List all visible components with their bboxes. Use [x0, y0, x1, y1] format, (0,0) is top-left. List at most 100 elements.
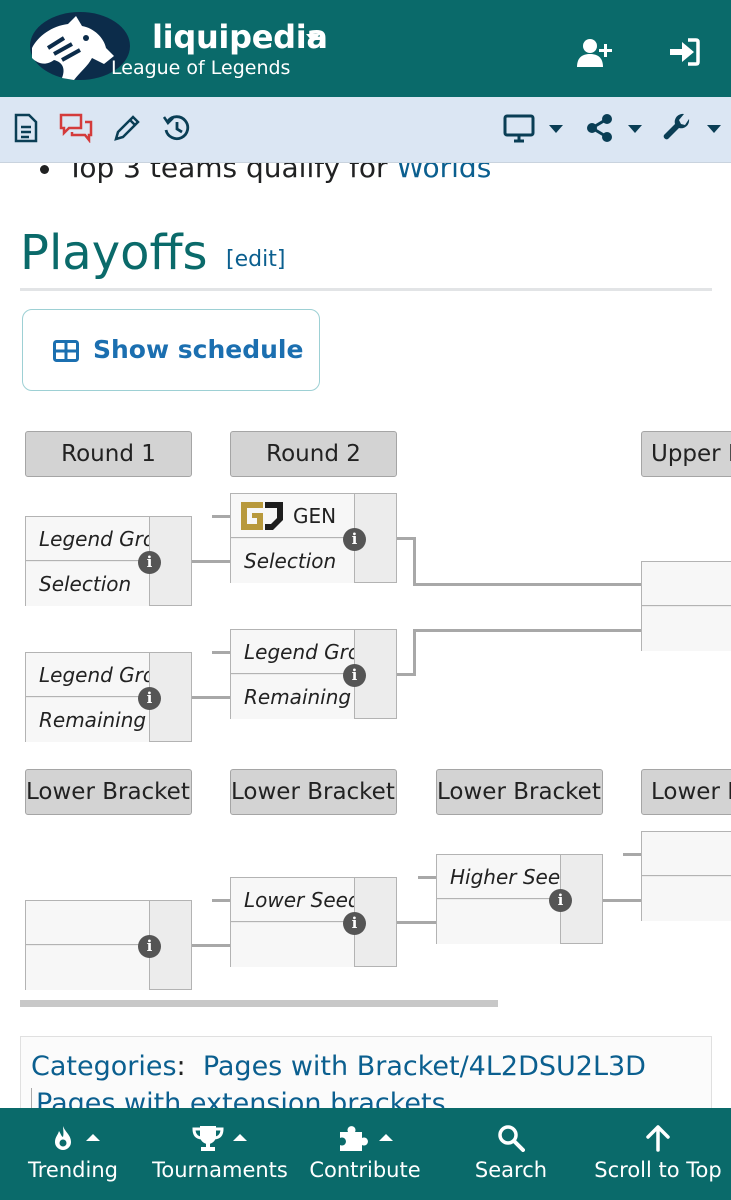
match-slot[interactable]: Legend Group... [231, 630, 355, 674]
add-user-icon[interactable] [576, 38, 612, 68]
match-slot[interactable]: Higher Seed [437, 855, 561, 899]
match-r1-a[interactable]: Legend Group... Selection i [25, 516, 192, 606]
page-toolbar [0, 97, 731, 163]
match-slot[interactable] [642, 562, 731, 606]
bracket-connector [212, 515, 230, 518]
match-lb2[interactable]: Lower Seed i [230, 877, 397, 967]
category-link[interactable]: Pages with Bracket/4L2DSU2L3D [202, 1051, 646, 1082]
nav-scroll-to-top[interactable]: Scroll to Top [590, 1108, 726, 1200]
share-dropdown-caret-icon[interactable] [628, 125, 642, 133]
top-header: liquipedia League of Legends [0, 0, 731, 97]
tools-dropdown-caret-icon[interactable] [707, 125, 721, 133]
match-r1-b[interactable]: Legend Group... Remaining i [25, 652, 192, 742]
round-header-upper-final: Upper Bracket Final [641, 431, 731, 477]
show-schedule-button[interactable]: Show schedule [22, 309, 320, 391]
categories-label-link[interactable]: Categories [31, 1051, 177, 1082]
bracket-connector [192, 696, 230, 699]
discussion-icon[interactable] [59, 113, 93, 143]
match-lb3[interactable]: Higher Seed i [436, 854, 603, 944]
bracket-connector [212, 651, 230, 654]
nav-label: Tournaments [152, 1158, 288, 1182]
trending-expand-caret-icon [86, 1134, 100, 1141]
nav-label: Trending [28, 1158, 118, 1182]
team-name: GEN [293, 504, 337, 528]
categories-colon: : [176, 1051, 203, 1082]
search-icon [498, 1125, 525, 1152]
bracket-connector [623, 853, 641, 856]
nav-label: Search [474, 1158, 548, 1182]
match-info-icon[interactable]: i [343, 664, 366, 687]
match-slot[interactable]: Selection [26, 562, 150, 606]
match-slot[interactable] [26, 901, 150, 945]
bracket-connector [192, 560, 230, 563]
match-slot[interactable]: Selection [231, 539, 355, 583]
site-brand[interactable]: liquipedia [152, 18, 328, 56]
match-r2-a[interactable]: GEN Selection i [230, 493, 397, 583]
wiki-name[interactable]: League of Legends [111, 57, 291, 79]
match-slot[interactable]: Remaining [231, 675, 355, 719]
match-slot[interactable] [642, 607, 731, 651]
nav-search[interactable]: Search [466, 1108, 556, 1200]
liquipedia-logo-icon[interactable] [18, 8, 130, 88]
monitor-dropdown-caret-icon[interactable] [549, 125, 563, 133]
match-r2-b[interactable]: Legend Group... Remaining i [230, 629, 397, 719]
history-icon[interactable] [162, 113, 192, 143]
match-slot[interactable] [437, 900, 561, 944]
match-slot[interactable] [26, 946, 150, 990]
round-header-r1: Round 1 [25, 431, 192, 477]
wrench-icon[interactable] [662, 113, 692, 143]
document-icon[interactable] [14, 113, 38, 143]
puzzle-piece-icon [340, 1126, 368, 1151]
bracket-connector [212, 899, 230, 902]
match-slot[interactable] [642, 832, 731, 876]
match-lb-final[interactable] [641, 831, 731, 921]
bullet-dot [40, 164, 49, 174]
team-slot-gen[interactable]: GEN [231, 494, 355, 538]
login-icon[interactable] [668, 38, 700, 66]
bullet-item: Top 3 teams qualify for Worlds [40, 163, 491, 184]
match-slot[interactable]: Remaining [26, 698, 150, 742]
round-header-lb-final: Lower Bracket Final [641, 769, 731, 815]
match-slot[interactable] [642, 877, 731, 921]
category-link[interactable]: Pages with extension brackets [36, 1088, 446, 1108]
tournaments-expand-caret-icon [233, 1134, 247, 1141]
round-header-lb2: Lower Bracket Round 2 [230, 769, 397, 815]
match-lb1[interactable]: i [25, 900, 192, 990]
nav-trending[interactable]: Trending [20, 1108, 126, 1200]
edit-pencil-icon[interactable] [112, 113, 142, 143]
match-slot[interactable] [231, 923, 355, 967]
trophy-icon [192, 1126, 224, 1151]
match-info-icon[interactable]: i [549, 889, 572, 912]
nav-label: Scroll to Top [594, 1158, 722, 1182]
bracket-connector [418, 876, 436, 879]
nav-tournaments[interactable]: Tournaments [150, 1108, 290, 1200]
match-info-icon[interactable]: i [343, 528, 366, 551]
bracket-connector [413, 629, 416, 676]
worlds-link[interactable]: Worlds [396, 163, 492, 184]
match-slot[interactable]: Legend Group... [26, 653, 150, 697]
brand-dropdown-caret-icon[interactable] [306, 34, 320, 42]
share-icon[interactable] [586, 113, 614, 143]
bracket-connector [603, 899, 641, 902]
edit-section-link[interactable]: [edit] [226, 247, 286, 272]
match-info-icon[interactable]: i [138, 935, 161, 958]
round-header-r2: Round 2 [230, 431, 397, 477]
arrow-up-icon [646, 1125, 670, 1152]
match-slot[interactable]: Lower Seed [231, 878, 355, 922]
match-info-icon[interactable]: i [138, 551, 161, 574]
nav-contribute[interactable]: Contribute [308, 1108, 422, 1200]
match-slot[interactable]: Legend Group... [26, 517, 150, 561]
gen-g-logo-icon [241, 502, 283, 530]
bracket-horizontal-scrollbar[interactable] [20, 1000, 498, 1007]
categories-box: Categories: Pages with Bracket/4L2DSU2L3… [20, 1036, 712, 1108]
monitor-icon[interactable] [503, 113, 535, 143]
match-upper-final[interactable] [641, 561, 731, 651]
round-header-lb1: Lower Bracket Round 1 [25, 769, 192, 815]
bracket-connector [397, 537, 414, 540]
bracket-connector [192, 944, 230, 947]
bracket-connector [413, 629, 641, 632]
table-grid-icon [53, 340, 79, 362]
match-info-icon[interactable]: i [138, 687, 161, 710]
match-info-icon[interactable]: i [343, 912, 366, 935]
nav-label: Contribute [309, 1158, 421, 1182]
